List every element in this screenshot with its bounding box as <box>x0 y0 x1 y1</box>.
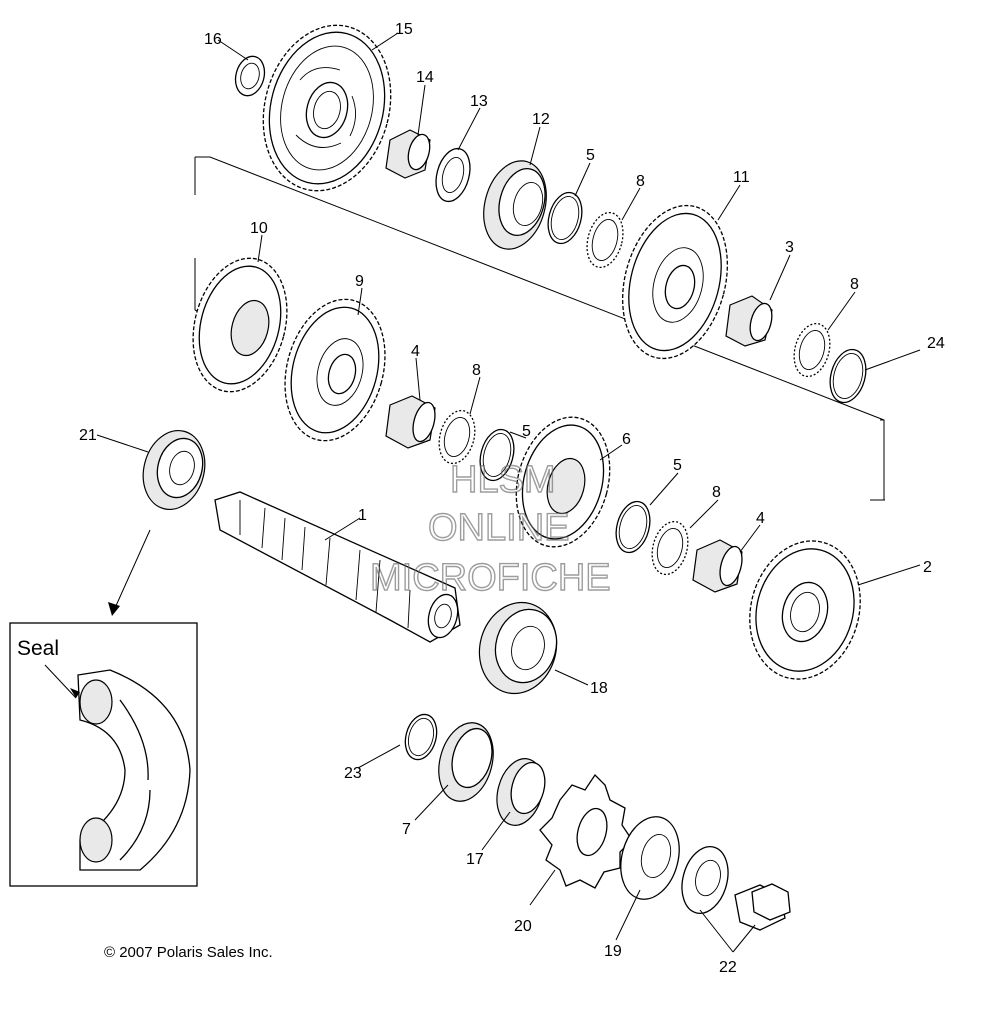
thrust-washer-8-right <box>793 322 831 378</box>
callout-5-top: 5 <box>586 147 595 164</box>
washer-14 <box>435 147 471 203</box>
spacer-18 <box>496 758 546 826</box>
seal-detail-inset <box>9 622 198 887</box>
gear-9 <box>284 298 386 442</box>
seal-inset-label: Seal <box>17 637 60 660</box>
callout-18: 17 <box>466 851 484 868</box>
callout-12: 11 <box>733 169 750 186</box>
callout-8-top: 8 <box>636 173 645 190</box>
callout-13: 12 <box>532 111 550 128</box>
callout-24: 24 <box>927 335 945 352</box>
callout-17: 16 <box>204 31 222 48</box>
callout-11: 18 <box>590 680 608 697</box>
ball-bearing-21 <box>142 429 206 511</box>
callout-9: 9 <box>355 273 364 290</box>
callout-4-middle: 4 <box>411 343 420 360</box>
callout-16: 15 <box>395 21 413 38</box>
callout-numbers: 16 15 14 13 12 5 8 11 3 8 24 10 9 4 8 5 … <box>79 21 945 976</box>
o-ring-23 <box>404 713 438 761</box>
snap-ring-5-lower <box>615 500 651 554</box>
thrust-washer-8-lower <box>651 520 689 576</box>
callout-4-lower: 4 <box>756 510 765 527</box>
ball-bearing-11 <box>478 601 558 695</box>
washer-19 <box>620 816 680 900</box>
callout-8-middle: 8 <box>472 362 481 379</box>
thrust-washer-8-top <box>586 211 624 269</box>
gear-2 <box>749 540 861 680</box>
gear-10 <box>192 257 288 393</box>
watermark-line-3: MICROFICHE <box>370 557 611 599</box>
callout-5-middle: 5 <box>522 423 531 440</box>
needle-bearing-15 <box>385 129 431 179</box>
callout-22: 22 <box>719 959 737 976</box>
watermark: HLSM ONLINE MICROFICHE <box>369 458 611 599</box>
mainshaft-1 <box>214 491 461 643</box>
callout-8-lower: 8 <box>712 484 721 501</box>
callout-3: 3 <box>785 239 794 256</box>
needle-bearing-4-middle <box>385 395 436 449</box>
washer-17 <box>234 55 266 97</box>
flange-bolt-22 <box>734 883 791 931</box>
callout-20: 20 <box>514 918 532 935</box>
callout-21: 21 <box>79 427 97 444</box>
callout-10: 10 <box>250 220 268 237</box>
callout-7: 7 <box>402 821 411 838</box>
snap-ring-24 <box>829 348 867 404</box>
snap-ring-5-middle <box>479 428 515 482</box>
callout-6: 6 <box>622 431 631 448</box>
needle-bearing-4-lower <box>692 539 743 593</box>
callout-1: 1 <box>358 507 367 524</box>
callout-14: 13 <box>470 93 488 110</box>
gear-16 <box>262 24 392 192</box>
snap-ring-5-top <box>547 191 583 245</box>
copyright-notice: © 2007 Polaris Sales Inc. <box>104 944 273 961</box>
thrust-washer-8-middle <box>438 409 476 465</box>
seal-7 <box>438 722 494 802</box>
shift-hub-13 <box>483 160 547 250</box>
washer-22 <box>681 846 729 914</box>
detail-arrow <box>114 529 151 609</box>
callout-5-lower: 5 <box>673 457 682 474</box>
callout-19: 19 <box>604 943 622 960</box>
watermark-line-1: HLSM <box>450 459 556 501</box>
gear-12 <box>622 204 728 360</box>
callout-15: 14 <box>416 69 434 86</box>
callout-2: 2 <box>923 559 932 576</box>
callout-8-right: 8 <box>850 276 859 293</box>
watermark-line-2: ONLINE <box>428 507 569 549</box>
callout-leaders <box>96 32 921 953</box>
sprocket-20 <box>539 773 633 889</box>
gear-6 <box>515 416 611 548</box>
needle-bearing-3 <box>725 295 773 347</box>
callout-23: 23 <box>344 765 362 782</box>
